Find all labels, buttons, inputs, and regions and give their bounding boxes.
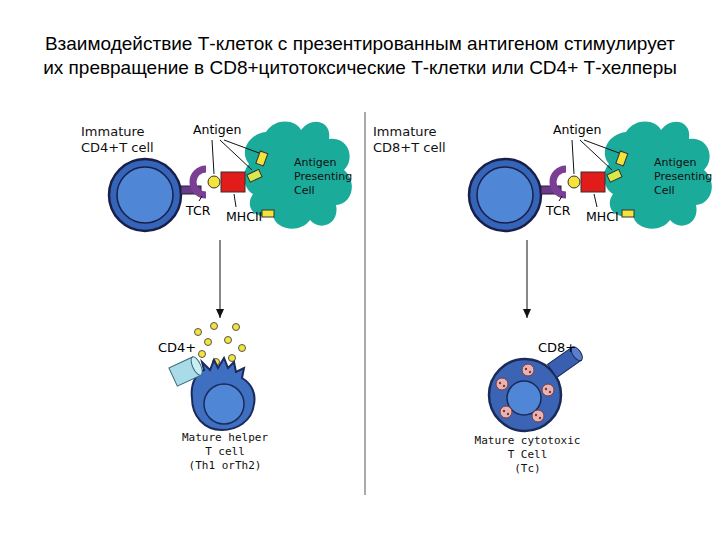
text-stack: Mature helper T cell(Th1 orTh2) bbox=[174, 431, 276, 473]
cell-name: Antigen Presenting Cell bbox=[654, 156, 716, 198]
part-label: TCR bbox=[186, 203, 210, 218]
text-stack: Antigen Presenting Cell bbox=[294, 156, 356, 198]
maturation-arrow bbox=[220, 240, 221, 318]
maturation-arrow bbox=[527, 240, 528, 318]
part-label: Antigen bbox=[553, 122, 601, 137]
cell-name: Mature cytotoxic T Cell bbox=[474, 434, 582, 462]
tcr-complex-left bbox=[181, 151, 274, 217]
cell-name: Immature CD8+T cell bbox=[373, 124, 463, 156]
marker-label: CD4+ bbox=[158, 340, 196, 355]
part-label: MHCII bbox=[226, 209, 262, 224]
cell-name: Antigen Presenting Cell bbox=[294, 156, 356, 198]
part-label: MHCI bbox=[586, 209, 619, 224]
text-stack: Immature CD8+T cell bbox=[373, 124, 463, 156]
part-label: Antigen bbox=[193, 122, 241, 137]
text-stack: Mature cytotoxic T Cell(Tc) bbox=[472, 434, 583, 476]
t-cell: Immature CD4+T cell bbox=[78, 122, 228, 240]
title: Взаимодействие Т-клеток с презентированн… bbox=[40, 32, 680, 80]
divider-line bbox=[365, 112, 366, 495]
cell-name: Mature helper T cell bbox=[179, 431, 271, 459]
text-stack: Antigen Presenting Cell bbox=[654, 156, 716, 198]
text-stack: Immature CD4+T cell bbox=[81, 124, 171, 156]
marker-label: CD8+ bbox=[538, 340, 576, 355]
leader-lines bbox=[199, 140, 619, 207]
t-cell-shape bbox=[78, 122, 228, 240]
tcr-complex-right bbox=[541, 151, 634, 217]
part-label: TCR bbox=[546, 203, 570, 218]
cell-name: Immature CD4+T cell bbox=[81, 124, 171, 156]
cell-subtype: (Th1 orTh2) bbox=[179, 459, 271, 473]
cell-subtype: (Tc) bbox=[474, 462, 582, 476]
